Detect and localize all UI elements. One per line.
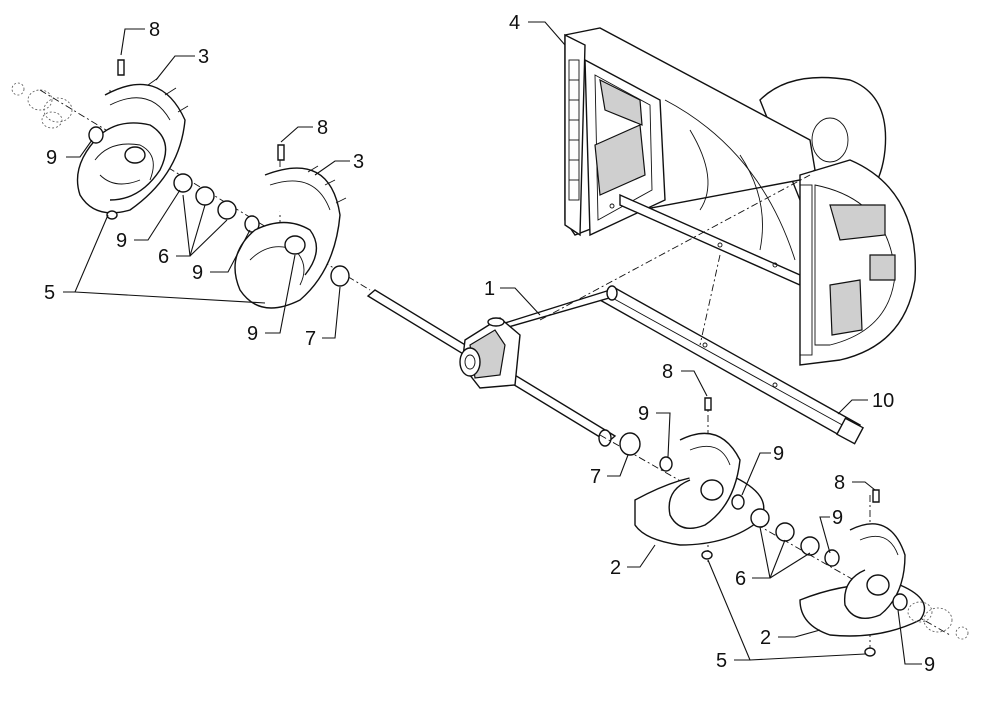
callout-5: 5 bbox=[716, 650, 727, 672]
callout-5: 5 bbox=[44, 282, 55, 304]
callout-9: 9 bbox=[46, 147, 57, 169]
callout-9: 9 bbox=[192, 262, 203, 284]
leader-lines bbox=[63, 21, 922, 665]
callout-2: 2 bbox=[610, 557, 621, 579]
callout-6: 6 bbox=[735, 568, 746, 590]
callout-8: 8 bbox=[662, 361, 673, 383]
callout-8: 8 bbox=[317, 117, 328, 139]
callout-3: 3 bbox=[353, 151, 364, 173]
auger-housing bbox=[564, 27, 917, 366]
auger-flight-right-inner bbox=[619, 397, 765, 560]
ghost-gear-left bbox=[11, 82, 73, 129]
hardware-upper-left bbox=[88, 59, 274, 308]
callout-9: 9 bbox=[638, 403, 649, 425]
callout-1: 1 bbox=[484, 278, 495, 300]
callout-9: 9 bbox=[832, 507, 843, 529]
callout-9: 9 bbox=[773, 443, 784, 465]
auger-flight-left-inner bbox=[234, 144, 350, 309]
auger-flight-right-outer bbox=[750, 489, 926, 657]
auger-flight-left-outer bbox=[76, 77, 189, 214]
callout-9: 9 bbox=[924, 654, 935, 676]
callout-7: 7 bbox=[590, 466, 601, 488]
callout-10: 10 bbox=[872, 390, 894, 412]
callout-labels: 8 3 9 9 6 9 5 8 3 9 7 4 1 10 8 9 9 7 8 9… bbox=[44, 12, 935, 676]
callout-3: 3 bbox=[198, 46, 209, 68]
ghost-gear-right bbox=[907, 601, 969, 640]
callout-9: 9 bbox=[247, 323, 258, 345]
callout-4: 4 bbox=[509, 12, 520, 34]
scraper-bar bbox=[598, 287, 865, 445]
callout-2: 2 bbox=[760, 627, 771, 649]
callout-6: 6 bbox=[158, 246, 169, 268]
callout-9: 9 bbox=[116, 230, 127, 252]
callout-8: 8 bbox=[834, 472, 845, 494]
callout-7: 7 bbox=[305, 328, 316, 350]
callout-8: 8 bbox=[149, 19, 160, 41]
auger-shaft-gearbox bbox=[366, 285, 618, 447]
